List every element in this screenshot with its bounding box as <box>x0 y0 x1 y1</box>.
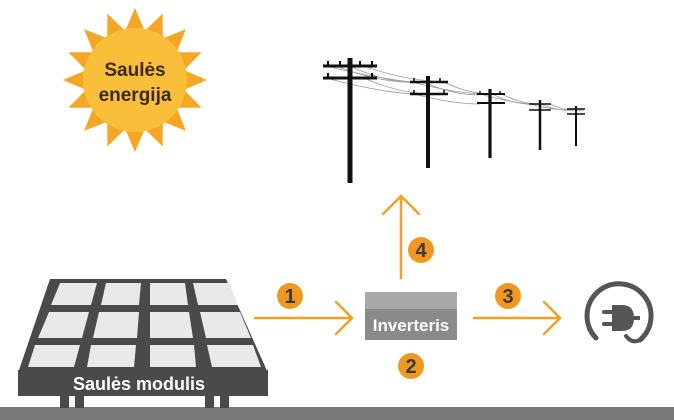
arrow-inverter-to-plug <box>472 300 562 336</box>
inverter-label: Inverteris <box>373 316 450 335</box>
arrow-inverter-to-grid <box>381 194 421 280</box>
sun-label-line2: energija <box>99 85 172 106</box>
step-number: 2 <box>405 356 416 378</box>
sun-icon: Saulės energija <box>63 8 207 152</box>
panel-cells <box>28 283 261 367</box>
step-badge-2: 2 <box>398 353 424 379</box>
power-lines-icon <box>323 58 585 183</box>
ground-bar <box>0 407 674 420</box>
panel-label: Saulės modulis <box>73 374 205 394</box>
step-number: 3 <box>502 286 513 308</box>
step-number: 1 <box>284 286 295 308</box>
arrow-panel-to-inverter <box>253 300 354 336</box>
solar-panel: Saulės modulis <box>18 279 268 408</box>
sun-label-line1: Saulės <box>104 60 165 81</box>
step-badge-3: 3 <box>495 283 521 309</box>
electric-plug-icon <box>584 281 654 344</box>
step-number: 4 <box>415 240 427 262</box>
step-badge-4: 4 <box>408 237 434 263</box>
step-badge-1: 1 <box>277 283 303 309</box>
inverter-box: Inverteris <box>365 292 457 340</box>
